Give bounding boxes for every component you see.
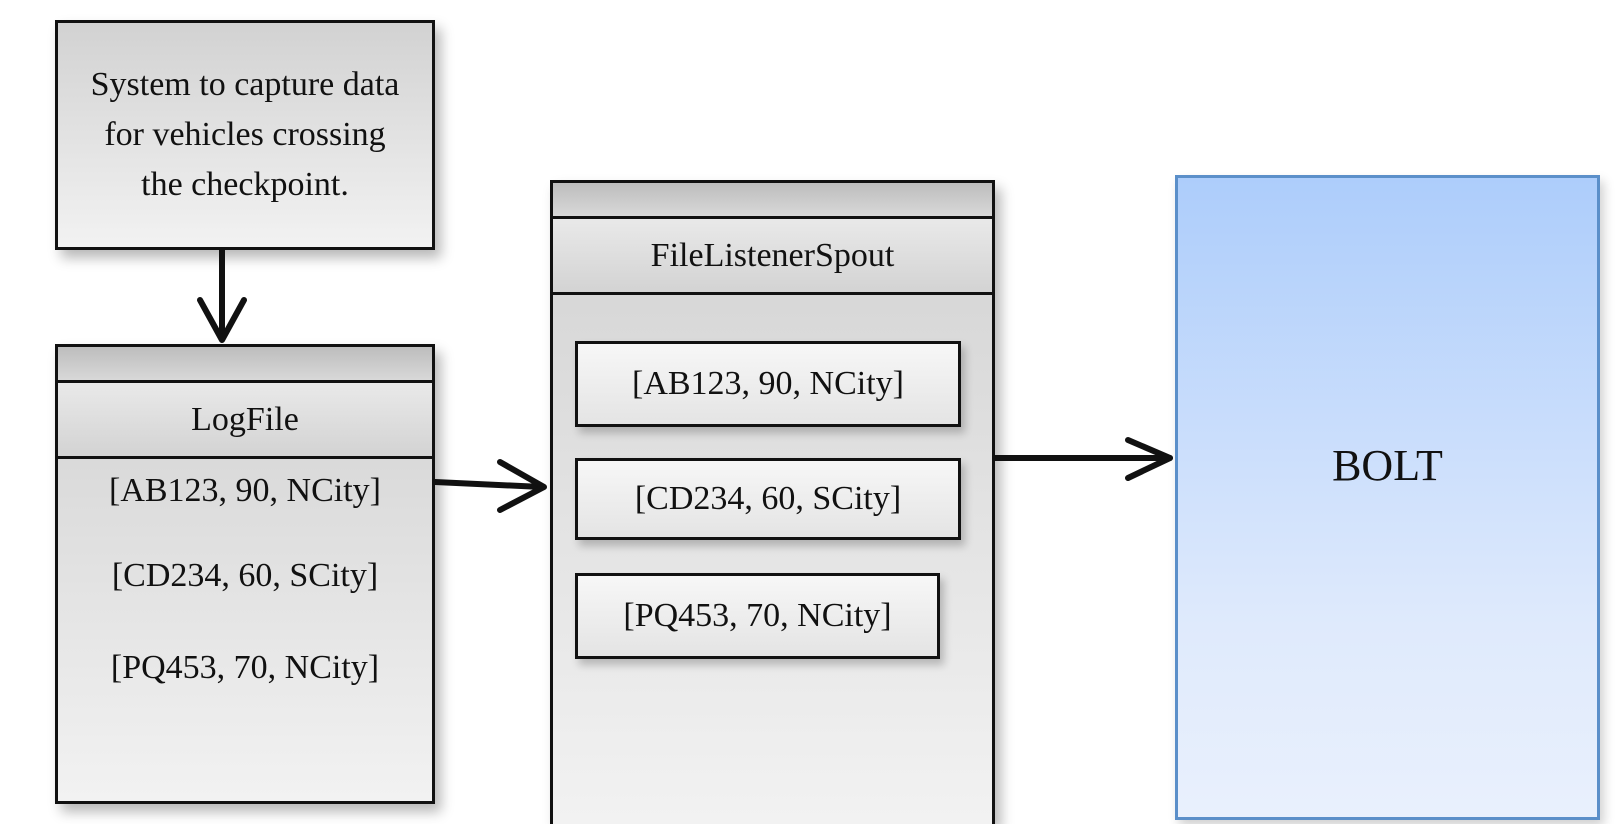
logfile-title: LogFile <box>58 383 432 459</box>
spout-title: FileListenerSpout <box>553 219 992 295</box>
bolt-label: BOLT <box>1332 441 1443 490</box>
capture-system-label: System to capture data for vehicles cros… <box>90 66 400 203</box>
spout-top-strip <box>553 183 992 219</box>
logfile-row-1: [AB123, 90, NCity] <box>109 472 381 509</box>
logfile-row-2: [CD234, 60, SCity] <box>111 557 379 594</box>
spout-tuple-2: [CD234, 60, SCity] <box>575 458 961 540</box>
file-listener-spout-box: FileListenerSpout [AB123, 90, NCity] [CD… <box>550 180 995 824</box>
arrow-system-to-logfile <box>197 247 247 343</box>
spout-tuple-3: [PQ453, 70, NCity] <box>575 573 940 659</box>
logfile-top-strip <box>58 347 432 383</box>
spout-tuple-1: [AB123, 90, NCity] <box>575 341 961 427</box>
arrow-spout-to-bolt <box>992 437 1173 481</box>
arrow-logfile-to-spout <box>432 459 547 513</box>
capture-system-box: System to capture data for vehicles cros… <box>55 20 435 250</box>
logfile-row-3: [PQ453, 70, NCity] <box>110 649 380 686</box>
logfile-box: LogFile [AB123, 90, NCity] [CD234, 60, S… <box>55 344 435 804</box>
bolt-box: BOLT <box>1175 175 1600 820</box>
